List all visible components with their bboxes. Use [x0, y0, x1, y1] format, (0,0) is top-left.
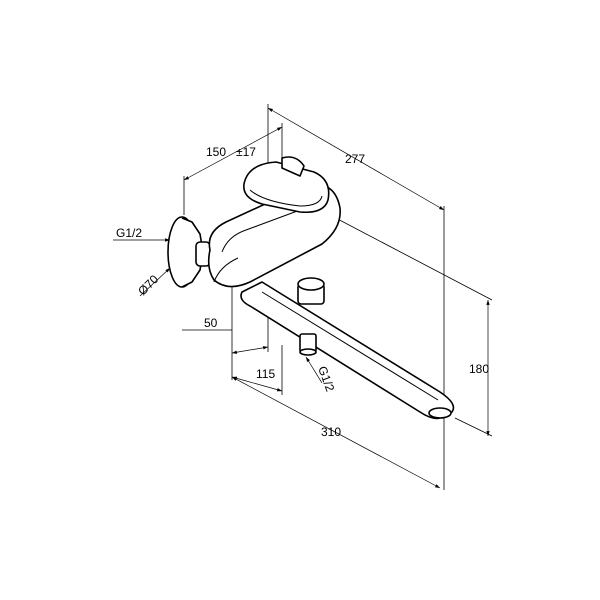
bottom-outlet [299, 333, 317, 356]
thread-inlet-label: G1/2 [116, 226, 142, 240]
rosette-diameter-label: Ø70 [135, 272, 161, 298]
dim-50-line [231, 346, 269, 354]
diverter-knob [297, 277, 325, 305]
wall-rosette [167, 216, 211, 288]
spout [240, 281, 455, 420]
dim-310-line [231, 376, 441, 489]
dimension-lines [113, 107, 490, 489]
dim-180-label: 180 [469, 362, 489, 376]
dim-150-tolerance: ±17 [236, 145, 256, 159]
dimension-labels: 277 150 ±17 G1/2 Ø70 50 115 G1/2 180 310 [116, 145, 489, 439]
thread-outlet-label: G1/2 [315, 364, 337, 394]
diameter-leader [139, 267, 171, 297]
dim-277-label: 277 [345, 152, 365, 166]
lever-handle [243, 156, 330, 214]
spout-outlet [428, 407, 452, 419]
dim-150-line [183, 126, 283, 181]
faucet-body [167, 156, 455, 420]
dim-115-label: 115 [256, 367, 275, 381]
dim-50-label: 50 [204, 316, 218, 330]
dim-310-label: 310 [321, 425, 341, 439]
dim-277-line [267, 107, 445, 211]
dim-115-line [231, 376, 283, 392]
dim-150-label: 150 [206, 145, 226, 159]
thread-outlet-leader [305, 356, 323, 384]
